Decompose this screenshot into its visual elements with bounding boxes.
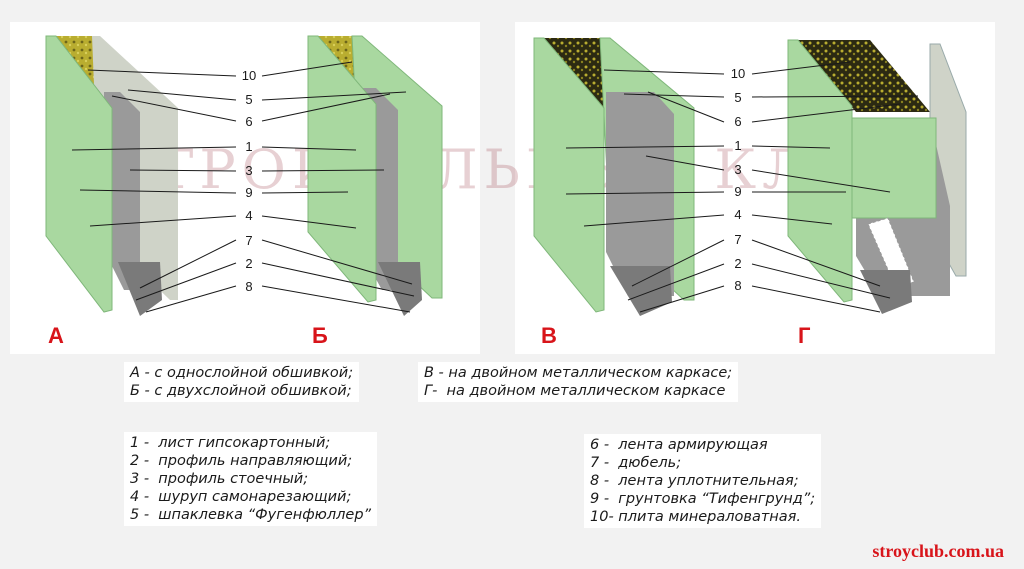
parts-legend-item: 2 - профиль направляющий; xyxy=(130,453,353,469)
parts-legend-right: 6 - лента армирующая 7 - дюбель; 8 - лен… xyxy=(584,434,822,528)
callout-6-right: 6 xyxy=(734,114,741,129)
callout-1-left: 1 xyxy=(245,139,252,154)
parts-legend-item: 5 - шпаклевка “Фугенфюллер” xyxy=(130,507,372,523)
wall-a-front-board xyxy=(45,35,113,313)
wall-v xyxy=(533,37,695,316)
wall-b xyxy=(307,35,443,316)
parts-legend-item: 6 - лента армирующая xyxy=(590,437,768,453)
parts-legend-left: 1 - лист гипсокартонный; 2 - профиль нап… xyxy=(124,432,378,526)
variant-legend-v: В - на двойном металлическом каркасе; xyxy=(424,365,733,381)
callout-4-left: 4 xyxy=(245,208,252,223)
callout-2-right: 2 xyxy=(734,256,741,271)
watermark: СТРОИТЕЛЬНЫЙ КЛУБ xyxy=(110,138,904,201)
callout-3-left: 3 xyxy=(245,163,252,178)
callout-4-right: 4 xyxy=(734,207,741,222)
parts-legend-item: 1 - лист гипсокартонный; xyxy=(130,435,331,451)
variant-label-g: Г xyxy=(798,323,811,348)
wall-v-front-board xyxy=(533,37,605,313)
callout-7-right: 7 xyxy=(734,232,741,247)
parts-legend-item: 10- плита минераловатная. xyxy=(590,509,801,525)
wall-g-insulation xyxy=(796,40,930,112)
variant-legend-right: В - на двойном металлическом каркасе; Г-… xyxy=(418,362,739,402)
parts-legend-item: 4 - шуруп самонарезающий; xyxy=(130,489,352,505)
wall-g-board-panel xyxy=(849,117,937,219)
wall-a-guide xyxy=(118,262,162,316)
wall-b-guide xyxy=(378,262,422,316)
variant-label-a: А xyxy=(48,323,64,348)
wall-a xyxy=(45,35,178,316)
variant-label-v: В xyxy=(541,323,557,348)
callout-9-right: 9 xyxy=(734,184,741,199)
variant-legend-b: Б - с двухслойной обшивкой; xyxy=(130,383,352,399)
parts-legend-item: 3 - профиль стоечный; xyxy=(130,471,309,487)
wall-v-guide xyxy=(610,266,672,316)
parts-legend-item: 8 - лента уплотнительная; xyxy=(590,473,799,489)
callout-8-left: 8 xyxy=(245,279,252,294)
wall-g-guide xyxy=(860,270,912,314)
parts-legend-item: 9 - грунтовка “Тифенгрунд”; xyxy=(590,491,816,507)
callout-3-right: 3 xyxy=(734,162,741,177)
variant-label-b: Б xyxy=(312,323,328,348)
wall-v-studs xyxy=(606,92,674,296)
callout-10-right: 10 xyxy=(731,66,745,81)
wall-b-front-board xyxy=(307,35,377,303)
wall-g xyxy=(787,39,967,314)
callout-7-left: 7 xyxy=(245,233,252,248)
leader-lines-right xyxy=(565,61,919,313)
callout-2-left: 2 xyxy=(245,256,252,271)
callout-10-left: 10 xyxy=(242,68,256,83)
callout-9-left: 9 xyxy=(245,185,252,200)
variant-legend-a: А - с однослойной обшивкой; xyxy=(130,365,354,381)
parts-legend-item: 7 - дюбель; xyxy=(590,455,682,471)
variant-legend-left: А - с однослойной обшивкой; Б - с двухсл… xyxy=(124,362,360,402)
leader-lines-left xyxy=(71,61,415,313)
wall-g-front-board xyxy=(787,39,853,303)
callout-6-left: 6 xyxy=(245,114,252,129)
callout-5-left: 5 xyxy=(245,92,252,107)
callout-8-right: 8 xyxy=(734,278,741,293)
site-url-link[interactable]: stroyclub.com.ua xyxy=(872,541,1004,561)
callout-1-right: 1 xyxy=(734,138,741,153)
callout-5-right: 5 xyxy=(734,90,741,105)
variant-legend-g: Г- на двойном металлическом каркасе xyxy=(424,383,726,399)
